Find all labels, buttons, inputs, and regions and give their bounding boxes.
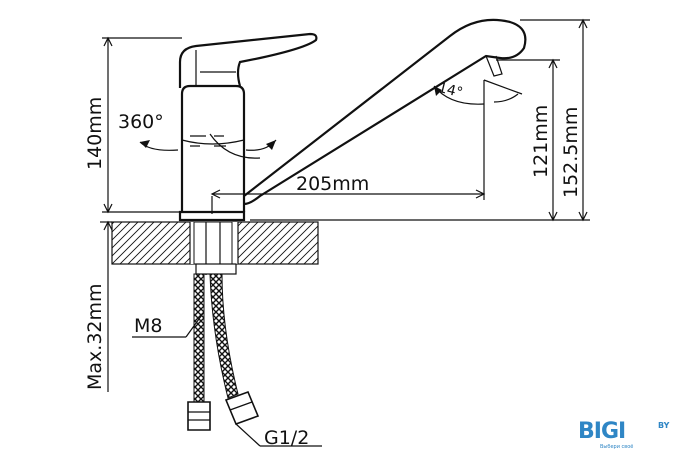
dimension-205-label: 205mm xyxy=(296,173,369,195)
dimension-max32 xyxy=(100,220,113,392)
g12-label: G1/2 xyxy=(264,427,309,449)
countertop-section xyxy=(111,221,319,265)
m8-leader xyxy=(132,311,205,338)
dimension-121 xyxy=(250,58,560,222)
brand-logo: BIGI BY Выбери своё xyxy=(578,419,688,453)
faucet-body xyxy=(178,18,527,222)
angle-indicator xyxy=(433,79,523,105)
dimension-121-label: 121mm xyxy=(530,105,552,178)
dimension-152 xyxy=(520,18,590,222)
dimension-152-label: 152.5mm xyxy=(560,107,582,198)
g12-leader xyxy=(235,423,322,447)
logo-suffix: BY xyxy=(658,421,670,430)
dimension-140 xyxy=(102,36,182,214)
logo-text: BIGI xyxy=(578,419,626,444)
dimension-205 xyxy=(210,80,486,214)
angle-label: 14° xyxy=(436,80,464,102)
m8-label: M8 xyxy=(134,315,162,337)
mounting-hoses xyxy=(187,221,260,431)
logo-tagline: Выбери своё xyxy=(600,444,634,450)
dimension-max32-label: Max.32mm xyxy=(84,283,106,390)
dimension-140-label: 140mm xyxy=(84,97,106,170)
rotation-label: 360° xyxy=(118,111,164,133)
rotation-indicator xyxy=(139,139,277,151)
